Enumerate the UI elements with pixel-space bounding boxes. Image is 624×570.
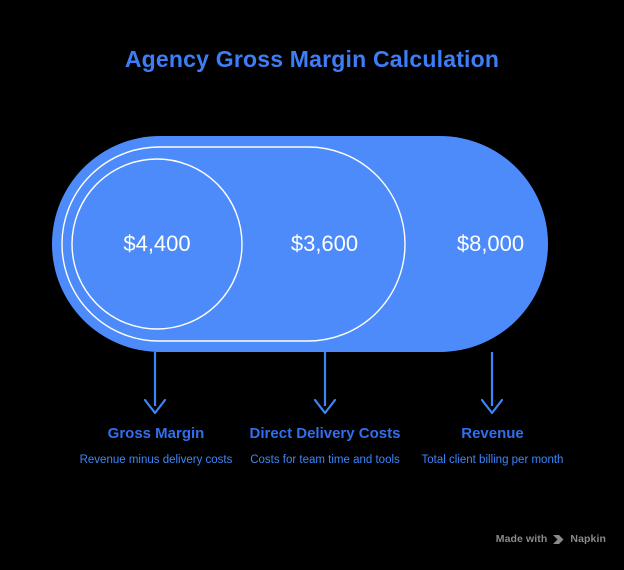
direct-costs-pill-shape xyxy=(61,146,406,342)
napkin-logo-icon xyxy=(552,534,565,545)
gross-margin-value: $4,400 xyxy=(123,231,191,256)
watermark-text: Made with xyxy=(495,533,548,545)
legend-item-gross-margin: Gross Margin Revenue minus delivery cost… xyxy=(75,424,237,468)
legend-description-gross-margin: Revenue minus delivery costs xyxy=(79,454,233,466)
watermark: Made with Napkin xyxy=(496,533,606,545)
direct-delivery-costs-value: $3,600 xyxy=(290,231,359,256)
connector-direct-delivery-costs xyxy=(313,352,337,415)
gross-margin-circle-shape xyxy=(71,158,243,330)
legend-description-direct-delivery-costs: Costs for team time and tools xyxy=(250,454,400,466)
legend-item-revenue: Revenue Total client billing per month xyxy=(410,424,575,468)
legend-item-direct-delivery-costs: Direct Delivery Costs Costs for team tim… xyxy=(249,424,401,468)
legend-description-revenue: Total client billing per month xyxy=(421,454,564,466)
page-title: Agency Gross Margin Calculation xyxy=(124,46,500,72)
legend-heading-direct-delivery-costs: Direct Delivery Costs xyxy=(249,425,401,442)
revenue-value: $8,000 xyxy=(456,231,525,256)
connector-revenue xyxy=(480,352,504,415)
revenue-pill-shape xyxy=(52,136,548,352)
legend-heading-revenue: Revenue xyxy=(461,425,524,442)
watermark-brand: Napkin xyxy=(570,533,606,545)
legend-heading-gross-margin: Gross Margin xyxy=(107,425,205,442)
connector-gross-margin xyxy=(143,352,167,415)
